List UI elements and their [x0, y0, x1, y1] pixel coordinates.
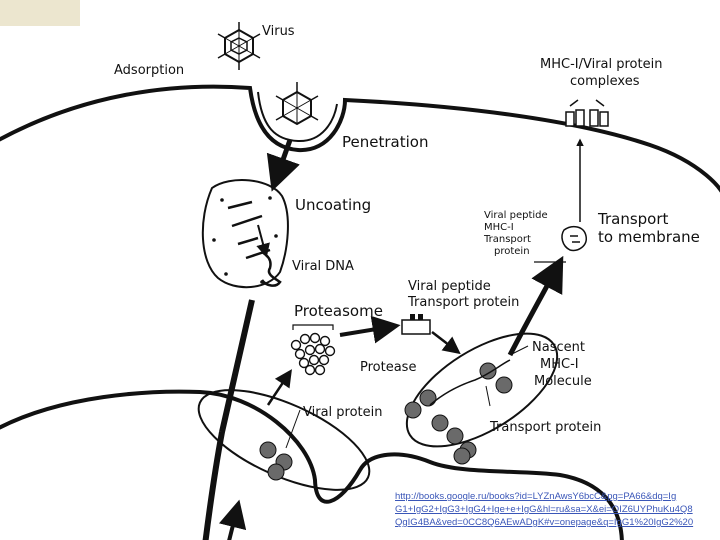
label-protease: Protease: [360, 360, 417, 375]
label-virus: Virus: [262, 24, 295, 39]
label-complexes: complexes: [570, 74, 640, 89]
label-penetration: Penetration: [342, 133, 429, 151]
lower-left-arrow: [218, 499, 247, 540]
protein-to-proteasome-arrow: [266, 369, 292, 406]
transport-protein-icon: [401, 314, 431, 335]
proteasome-to-transport-arrow: [339, 315, 401, 344]
virus-icon: [217, 22, 261, 70]
entering-virus-icon: [275, 82, 319, 126]
label-viral-peptide-small: Viral peptide: [484, 210, 548, 221]
label-viral-protein: Viral protein: [303, 405, 383, 420]
label-transport-protein-bottom: Transport protein: [490, 420, 602, 435]
uncoating-particle-icon: [201, 179, 289, 289]
label-nascent: Nascent: [532, 340, 585, 355]
viral-dna-icon: [260, 250, 282, 287]
label-to-membrane: to membrane: [598, 228, 700, 246]
corner-swatch: [0, 0, 80, 26]
transport-to-er-arrow: [431, 331, 461, 355]
source-link-line-1[interactable]: http://books.google.ru/books?id=LYZnAwsY…: [395, 491, 677, 502]
label-mhc-complexes: MHC-I/Viral protein: [540, 57, 663, 72]
label-protein-small: protein: [494, 246, 530, 257]
label-transport-protein-top: Transport protein: [408, 295, 520, 310]
viral-protein-pointer-line: [285, 409, 301, 449]
source-link-line-3[interactable]: QgIG4BA&ved=0CC8Q6AEwADgK#v=onepage&q=Ig…: [395, 517, 694, 528]
label-transport-small: Transport: [484, 234, 531, 245]
label-molecule: Molecule: [534, 374, 592, 389]
proteasome-icon: [290, 332, 336, 376]
label-mhc-small: MHC-I: [484, 222, 514, 233]
mhc-pointer-line: [511, 345, 529, 355]
er-ribosomes-icon: [404, 362, 513, 465]
label-viral-peptide: Viral peptide: [408, 279, 491, 294]
cell-membrane: [0, 84, 720, 193]
endocytic-vesicle: [257, 91, 338, 143]
transport-pointer-line: [485, 385, 491, 407]
source-link-line-2[interactable]: G1+IgG2+IgG3+IgG4+Ige+e+IgG&hl=ru&sa=X&e…: [395, 504, 693, 515]
penetration-arrow: [266, 139, 300, 192]
endoplasmic-reticulum: [405, 332, 559, 448]
proteasome-bracket: [292, 324, 334, 330]
er-to-membrane-arrow: [507, 255, 564, 357]
label-proteasome: Proteasome: [294, 302, 383, 320]
mhc-complex-icon: [565, 99, 609, 127]
label-transport: Transport: [598, 210, 669, 228]
dna-to-nucleus-line: [202, 299, 255, 540]
nucleus-membrane: [0, 389, 624, 540]
label-uncoating: Uncoating: [295, 196, 372, 214]
transport-vesicle-icon: [561, 225, 587, 252]
label-mhc-i: MHC-I: [540, 357, 579, 372]
label-adsorption: Adsorption: [114, 63, 185, 78]
label-viral-dna: Viral DNA: [292, 259, 354, 274]
nascent-chain: [429, 359, 511, 406]
lower-ribosomes-icon: [259, 441, 293, 481]
uncoating-to-dna-arrow: [256, 224, 270, 258]
